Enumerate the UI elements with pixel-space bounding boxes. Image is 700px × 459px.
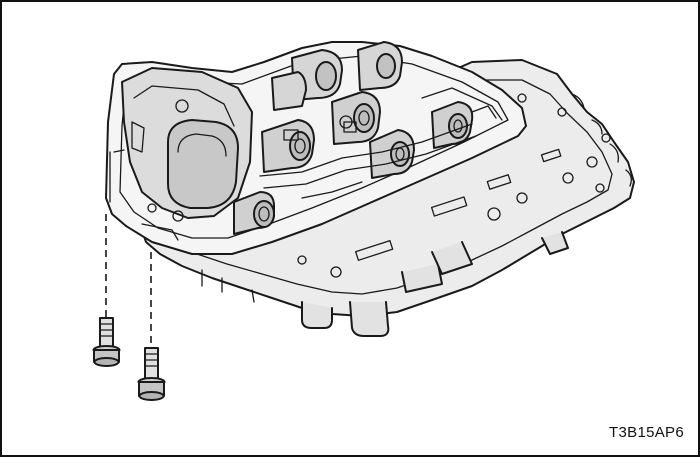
connector-front: [233, 191, 275, 235]
mounting-bolt-left: [92, 317, 121, 367]
mounting-bolt-right: [137, 347, 166, 401]
connector-rear: [271, 41, 403, 111]
solenoid-housing: [109, 67, 253, 219]
solenoid-connectors: [233, 41, 474, 235]
alignment-lines: [105, 214, 152, 348]
wiring-rails: [141, 87, 503, 241]
figure-code: T3B15AP6: [609, 424, 684, 441]
